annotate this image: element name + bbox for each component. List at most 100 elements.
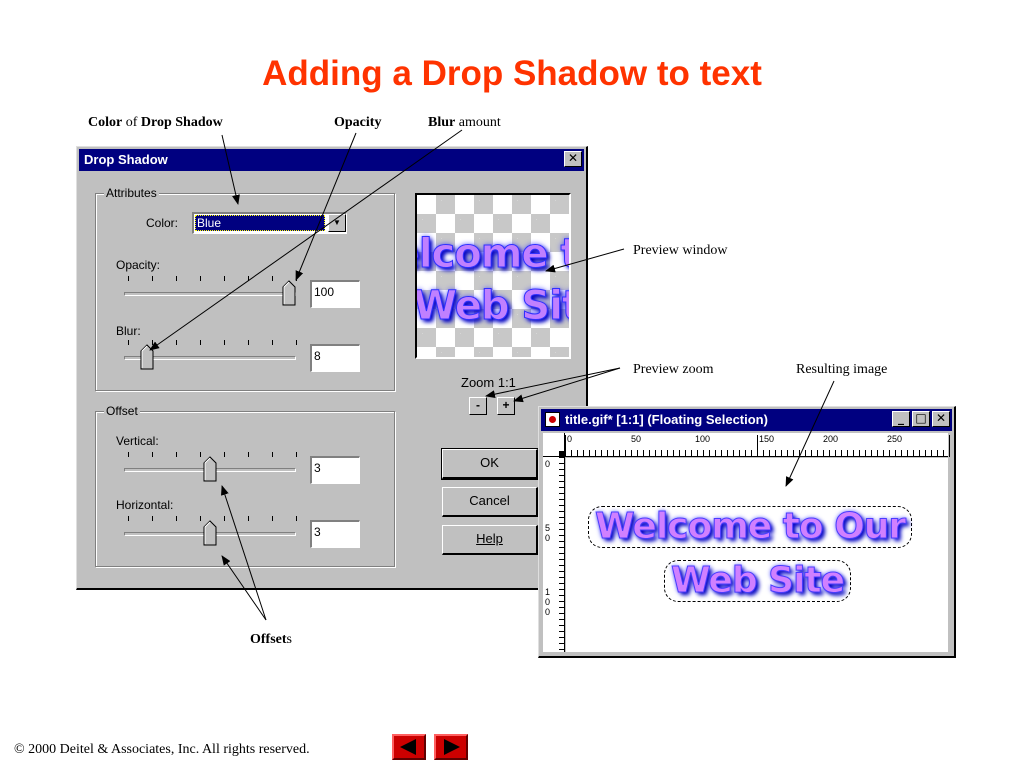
blur-slider[interactable]	[124, 340, 300, 380]
annotation-opacity: Opacity	[334, 115, 382, 130]
slider-tick	[200, 276, 201, 281]
vertical-ruler: 0 5 0 1 0 0	[543, 457, 565, 652]
slider-tick	[248, 516, 249, 521]
slider-tick	[128, 276, 129, 281]
vertical-input[interactable]: 3	[310, 456, 360, 484]
preview-text-line1: Welcome to	[417, 231, 569, 278]
vertical-thumb[interactable]	[203, 456, 217, 482]
offset-group-label: Offset	[104, 404, 140, 418]
help-button-label: Help	[476, 531, 503, 546]
copyright-footer: © 2000 Deitel & Associates, Inc. All rig…	[14, 742, 310, 757]
zoom-label: Zoom 1:1	[461, 375, 516, 390]
slider-tick	[296, 276, 297, 281]
slider-tick	[296, 340, 297, 345]
slider-tick	[200, 452, 201, 457]
slider-tick	[224, 452, 225, 457]
horizontal-input[interactable]: 3	[310, 520, 360, 548]
ruler-corner	[543, 433, 565, 457]
ruler-v-label: 0	[545, 459, 551, 469]
slider-tick	[176, 276, 177, 281]
zoom-in-button[interactable]: +	[497, 397, 515, 415]
drop-shadow-dialog: Drop Shadow ✕ Attributes Color: Blue ▼ O…	[76, 146, 588, 590]
cancel-button[interactable]: Cancel	[442, 487, 538, 517]
opacity-thumb[interactable]	[282, 280, 296, 306]
arrow-right-icon	[444, 739, 460, 755]
slider-tick	[152, 452, 153, 457]
annotation-resulting-image: Resulting image	[796, 362, 888, 377]
horizontal-slider[interactable]	[124, 516, 300, 556]
help-button[interactable]: Help	[442, 525, 538, 555]
result-close-button[interactable]: ✕	[932, 411, 950, 427]
horizontal-label: Horizontal:	[116, 498, 174, 512]
ok-button[interactable]: OK	[441, 448, 539, 480]
attributes-group: Attributes Color: Blue ▼ Opacity: 100 Bl…	[95, 186, 395, 391]
slider-tick	[200, 516, 201, 521]
slider-tick	[200, 340, 201, 345]
opacity-input[interactable]: 100	[310, 280, 360, 308]
horizontal-ruler: 0 50 100 150 200 250	[565, 433, 950, 457]
image-canvas[interactable]: Welcome to Our Web Site	[566, 458, 948, 652]
ruler-h-label: 100	[695, 434, 711, 444]
opacity-track	[124, 292, 296, 296]
slider-tick	[272, 340, 273, 345]
slider-tick	[248, 340, 249, 345]
next-slide-button[interactable]	[434, 734, 468, 760]
vertical-label: Vertical:	[116, 434, 159, 448]
result-image-window: title.gif* [1:1] (Floating Selection) _ …	[538, 406, 956, 658]
ruler-h-label: 150	[759, 434, 775, 444]
blur-track	[124, 356, 296, 360]
slider-tick	[272, 516, 273, 521]
chevron-down-icon[interactable]: ▼	[328, 214, 346, 232]
ruler-h-label: 0	[567, 434, 573, 444]
blur-input[interactable]: 8	[310, 344, 360, 372]
slider-tick	[272, 452, 273, 457]
color-select[interactable]: Blue ▼	[192, 212, 347, 234]
preview-window: Welcome to Web Site	[415, 193, 571, 359]
minimize-button[interactable]: _	[892, 411, 910, 427]
annotation-preview-window: Preview window	[633, 243, 728, 258]
ruler-v-label: 0	[545, 607, 551, 617]
result-text-line2: Web Site	[664, 560, 852, 602]
slider-tick	[248, 452, 249, 457]
maximize-button[interactable]: □	[912, 411, 930, 427]
result-window-titlebar[interactable]: title.gif* [1:1] (Floating Selection) _ …	[541, 409, 952, 431]
result-text-line1: Welcome to Our	[588, 506, 913, 548]
slider-tick	[128, 452, 129, 457]
blur-label: Blur:	[116, 324, 141, 338]
slider-tick	[176, 452, 177, 457]
dialog-title: Drop Shadow	[84, 152, 168, 167]
app-icon	[545, 412, 560, 427]
color-select-value: Blue	[195, 215, 325, 231]
slider-tick	[128, 516, 129, 521]
opacity-slider[interactable]	[124, 276, 300, 316]
horizontal-thumb[interactable]	[203, 520, 217, 546]
ruler-v-ticks	[559, 457, 565, 650]
ruler-h-label: 200	[823, 434, 839, 444]
result-window-title: title.gif* [1:1] (Floating Selection)	[565, 412, 768, 427]
slider-tick	[296, 516, 297, 521]
annotation-color: Color of Drop Shadow	[88, 115, 223, 130]
slider-tick	[272, 276, 273, 281]
dialog-titlebar[interactable]: Drop Shadow ✕	[79, 149, 584, 171]
prev-slide-button[interactable]	[392, 734, 426, 760]
slider-tick	[224, 340, 225, 345]
blur-thumb[interactable]	[140, 344, 154, 370]
ruler-v-label: 0	[545, 533, 551, 543]
ruler-h-label: 250	[887, 434, 903, 444]
annotation-preview-zoom: Preview zoom	[633, 362, 714, 377]
slider-tick	[152, 276, 153, 281]
zoom-out-button[interactable]: -	[469, 397, 487, 415]
vertical-slider[interactable]	[124, 452, 300, 492]
slider-tick	[224, 276, 225, 281]
ruler-h-label: 50	[631, 434, 642, 444]
annotation-offsets: Offsets	[250, 632, 292, 647]
preview-text-line2: Web Site	[415, 283, 569, 330]
dialog-close-button[interactable]: ✕	[564, 151, 582, 167]
slider-tick	[176, 516, 177, 521]
slide-title: Adding a Drop Shadow to text	[262, 54, 762, 93]
ruler-v-label: 5	[545, 523, 551, 533]
ruler-v-label: 1	[545, 587, 551, 597]
attributes-group-label: Attributes	[104, 186, 159, 200]
opacity-label: Opacity:	[116, 258, 161, 272]
color-label: Color:	[146, 216, 179, 230]
